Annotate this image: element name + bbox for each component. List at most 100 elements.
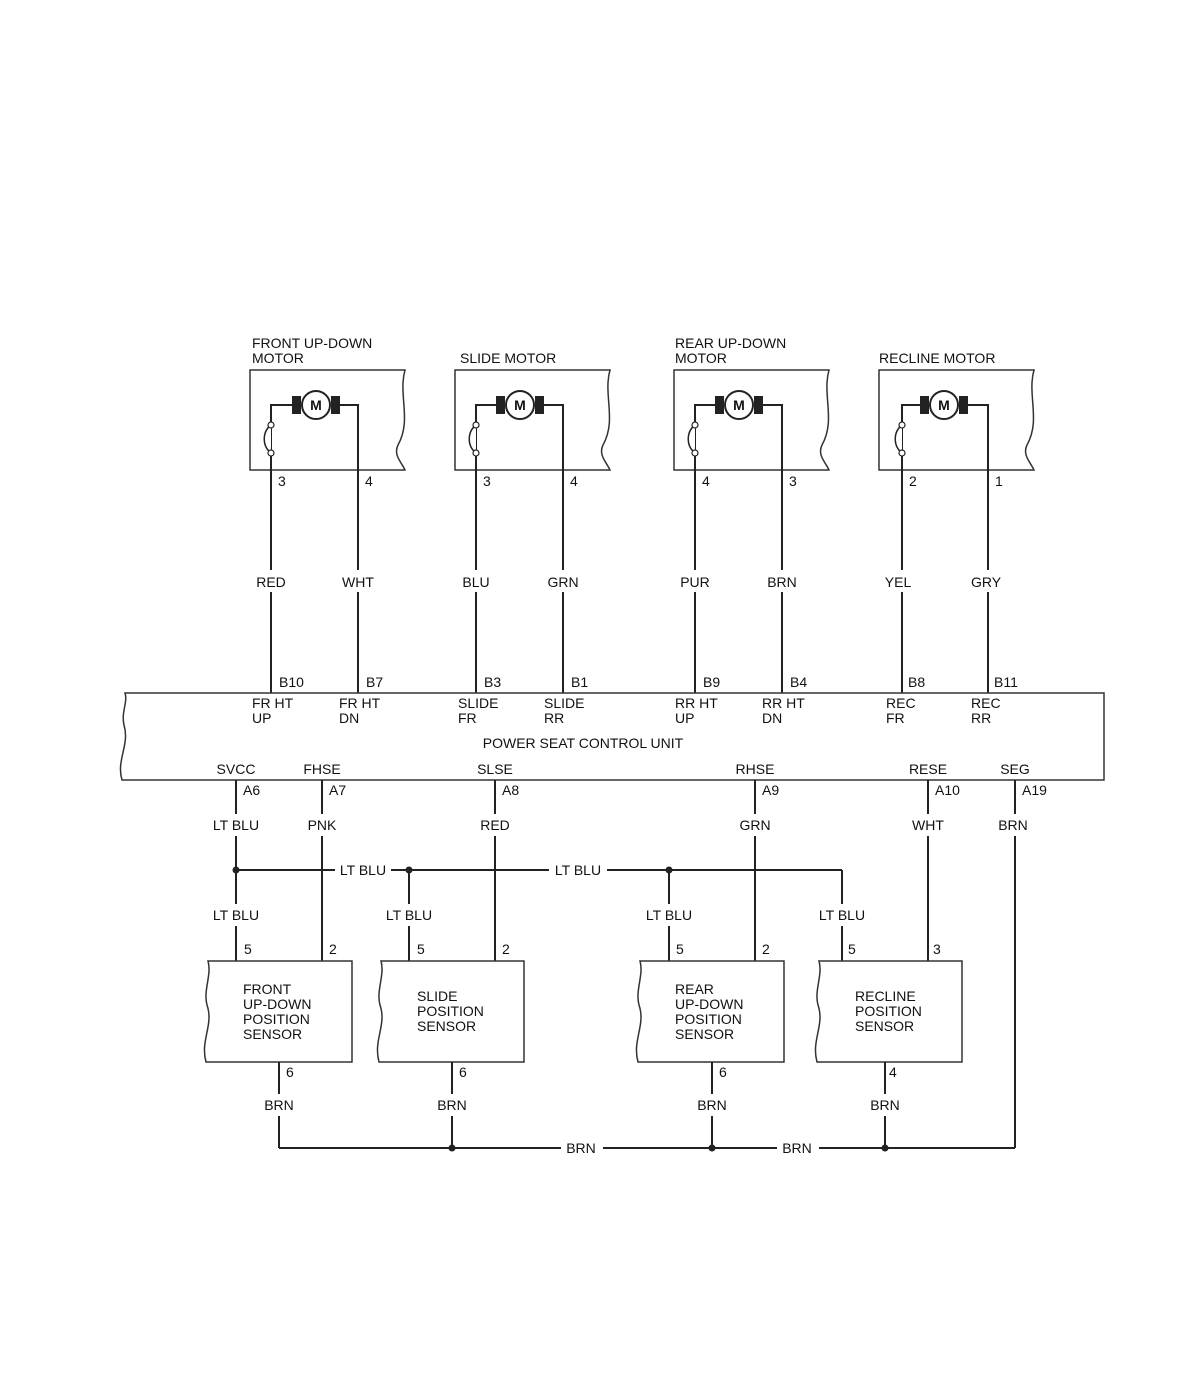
junction-dot bbox=[405, 866, 413, 874]
connector-id: A7 bbox=[329, 782, 346, 798]
pin-number: 6 bbox=[286, 1064, 294, 1080]
terminal-label: DN bbox=[762, 710, 782, 726]
motor-wires: RED WHT BLU GRN PUR BRN YEL GRY B10 B7 B… bbox=[251, 470, 1018, 693]
terminal-label: RHSE bbox=[736, 761, 775, 777]
terminal-label: FR bbox=[886, 710, 905, 726]
svg-text:SENSOR: SENSOR bbox=[855, 1018, 914, 1034]
pin-number: 5 bbox=[417, 941, 425, 957]
connector-id: A8 bbox=[502, 782, 519, 798]
terminal-label: RR HT bbox=[675, 695, 718, 711]
motor-title-line2: MOTOR bbox=[252, 350, 304, 366]
sensor-housing bbox=[376, 960, 525, 1063]
sensor-wires: A6 A7 A8 A9 A10 A19 LT BLU PNK RED GRN W… bbox=[208, 780, 1047, 1148]
motor-recline: RECLINE MOTOR M 2 1 bbox=[878, 350, 1036, 489]
pin-number: 1 bbox=[995, 473, 1003, 489]
motor-rear-up-down: REAR UP-DOWN MOTOR M 4 3 bbox=[673, 335, 831, 489]
control-unit-title: POWER SEAT CONTROL UNIT bbox=[483, 735, 684, 751]
pin-number: 3 bbox=[789, 473, 797, 489]
junction-dot bbox=[232, 866, 240, 874]
junction-dot bbox=[881, 1144, 889, 1152]
wire-color-label: RED bbox=[480, 817, 510, 833]
terminal-label: REC bbox=[971, 695, 1001, 711]
sensor-housing bbox=[203, 960, 353, 1063]
terminal-label: FR HT bbox=[339, 695, 381, 711]
terminal-label: SLIDE bbox=[544, 695, 584, 711]
wire-color-label: WHT bbox=[342, 574, 374, 590]
terminal-label: SLIDE bbox=[458, 695, 498, 711]
sensor-front-up-down-position: 5 2 FRONT UP-DOWN POSITION SENSOR 6 BRN bbox=[203, 941, 353, 1148]
svg-text:POSITION: POSITION bbox=[417, 1003, 484, 1019]
junction-dot bbox=[665, 866, 673, 874]
svg-text:REAR: REAR bbox=[675, 981, 714, 997]
sensor-slide-position: 5 2 SLIDE POSITION SENSOR 6 BRN bbox=[376, 941, 525, 1148]
terminal-label: FR HT bbox=[252, 695, 294, 711]
motor-housing bbox=[878, 369, 1036, 471]
svg-text:POSITION: POSITION bbox=[243, 1011, 310, 1027]
motor-housing bbox=[454, 369, 612, 471]
pin-number: 2 bbox=[762, 941, 770, 957]
pin-number: 4 bbox=[365, 473, 373, 489]
connector-id: A9 bbox=[762, 782, 779, 798]
wire-color-label: BRN bbox=[998, 817, 1028, 833]
motor-housing bbox=[249, 369, 407, 471]
pin-number: 2 bbox=[502, 941, 510, 957]
motor-icon bbox=[724, 390, 754, 420]
connector-id: B3 bbox=[484, 674, 501, 690]
pin-number: 3 bbox=[933, 941, 941, 957]
terminal-label: RR bbox=[544, 710, 564, 726]
sensor-recline-position: 5 3 RECLINE POSITION SENSOR 4 BRN bbox=[814, 941, 963, 1148]
wire-color-label: BRN bbox=[437, 1097, 467, 1113]
svg-text:M: M bbox=[733, 397, 745, 413]
wire-color-label: LT BLU bbox=[646, 907, 692, 923]
motor-title-line1: FRONT UP-DOWN bbox=[252, 335, 372, 351]
ground-bus: BRN BRN bbox=[279, 1137, 1015, 1159]
svg-text:FRONT: FRONT bbox=[243, 981, 292, 997]
wire-color-label: LT BLU bbox=[819, 907, 865, 923]
pin-number: 3 bbox=[483, 473, 491, 489]
motor-icon bbox=[505, 390, 535, 420]
power-seat-control-unit: FR HT UP FR HT DN SLIDE FR SLIDE RR RR H… bbox=[119, 692, 1105, 781]
wire-color-label: PUR bbox=[680, 574, 710, 590]
connector-id: A6 bbox=[243, 782, 260, 798]
terminal-label: DN bbox=[339, 710, 359, 726]
wire-color-label: GRN bbox=[547, 574, 578, 590]
wire-color-label: BRN bbox=[870, 1097, 900, 1113]
terminal-label: FR bbox=[458, 710, 477, 726]
pin-number: 6 bbox=[719, 1064, 727, 1080]
motor-front-up-down: FRONT UP-DOWN MOTOR M 3 4 bbox=[249, 335, 407, 489]
wire-color-label: BRN bbox=[264, 1097, 294, 1113]
svg-text:POSITION: POSITION bbox=[855, 1003, 922, 1019]
terminal-label: SEG bbox=[1000, 761, 1030, 777]
bus-wire-label: LT BLU bbox=[340, 862, 386, 878]
ground-wire-label: BRN bbox=[782, 1140, 812, 1156]
bus-wire-label: LT BLU bbox=[555, 862, 601, 878]
connector-id: B10 bbox=[279, 674, 304, 690]
pin-number: 5 bbox=[676, 941, 684, 957]
pin-number: 4 bbox=[702, 473, 710, 489]
pin-number: 4 bbox=[570, 473, 578, 489]
connector-id: B4 bbox=[790, 674, 807, 690]
pin-number: 5 bbox=[848, 941, 856, 957]
pin-number: 5 bbox=[244, 941, 252, 957]
pin-number: 3 bbox=[278, 473, 286, 489]
motor-icon bbox=[929, 390, 959, 420]
connector-id: B8 bbox=[908, 674, 925, 690]
terminal-label: RR bbox=[971, 710, 991, 726]
connector-id: A19 bbox=[1022, 782, 1047, 798]
connector-id: B11 bbox=[994, 674, 1018, 690]
svg-text:POSITION: POSITION bbox=[675, 1011, 742, 1027]
junction-dot bbox=[448, 1144, 456, 1152]
svg-text:SENSOR: SENSOR bbox=[675, 1026, 734, 1042]
terminal-label: SLSE bbox=[477, 761, 513, 777]
svg-text:UP-DOWN: UP-DOWN bbox=[243, 996, 311, 1012]
sensor-housing bbox=[814, 960, 963, 1063]
svg-text:SLIDE: SLIDE bbox=[417, 988, 457, 1004]
wire-color-label: LT BLU bbox=[386, 907, 432, 923]
svg-text:M: M bbox=[310, 397, 322, 413]
wire-color-label: BRN bbox=[767, 574, 797, 590]
motor-title-line2: SLIDE MOTOR bbox=[460, 350, 556, 366]
motor-title-line2: MOTOR bbox=[675, 350, 727, 366]
pin-number: 6 bbox=[459, 1064, 467, 1080]
sensor-housing bbox=[635, 960, 785, 1063]
